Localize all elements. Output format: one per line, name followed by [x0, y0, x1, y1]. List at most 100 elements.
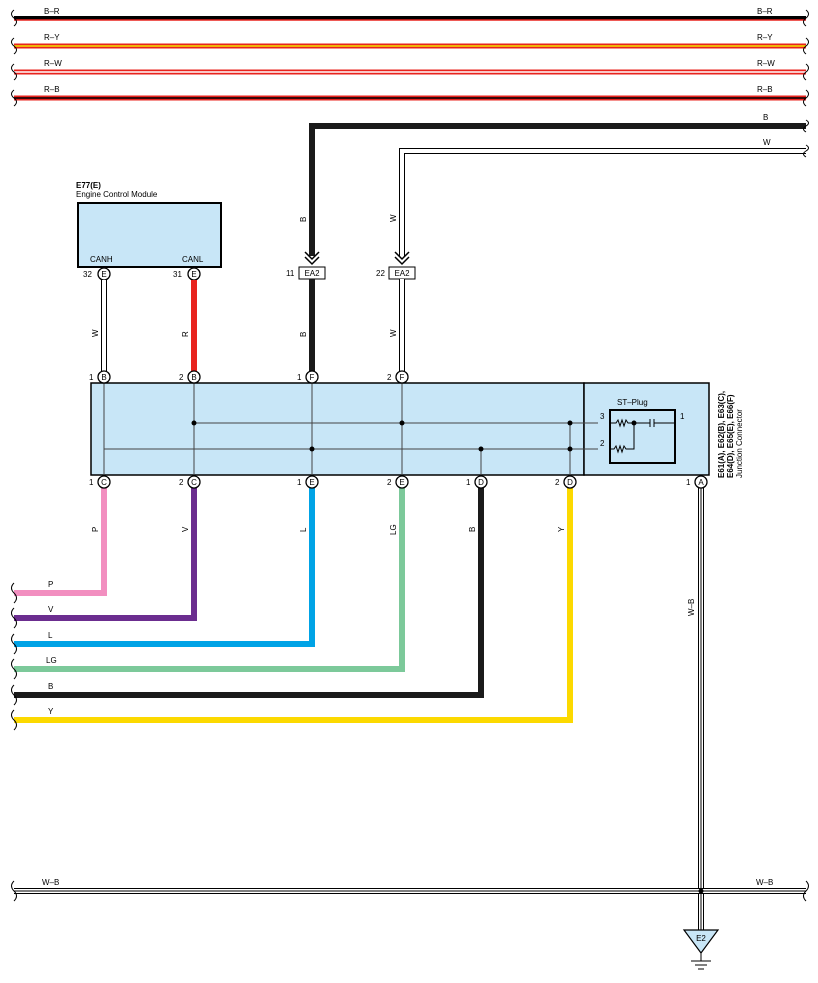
pin-number: 1 — [297, 373, 302, 382]
wire-v: V V — [14, 488, 197, 621]
connector-name: EA2 — [394, 269, 410, 278]
jc-top-pin: B 1 — [89, 370, 111, 384]
bus-label-left: B–R — [44, 7, 60, 16]
wire-label: LG — [46, 656, 57, 665]
wire-vlabel: P — [91, 527, 100, 532]
wire-b: B B — [14, 488, 484, 698]
junction-dot — [698, 888, 704, 894]
pin-number: 2 — [555, 478, 560, 487]
jc-bottom-pin: E 2 — [387, 475, 409, 489]
jc-bottom-pin: A 1 — [686, 475, 708, 489]
wire-l: L L — [14, 488, 315, 647]
wire-label-w-top: W — [389, 214, 398, 222]
wire-label-b-mid: B — [299, 332, 308, 337]
pin-number: 1 — [89, 478, 94, 487]
jc-bottom-pin: E 1 — [297, 475, 319, 489]
connector-ea2-right: EA2 22 — [376, 266, 416, 280]
wire-y: Y Y — [14, 488, 573, 723]
top-bus-r-w: R–W R–W — [14, 59, 806, 75]
wire-label-b-right: B — [763, 113, 768, 122]
wire-vlabel: B — [468, 527, 477, 532]
st-pin-2: 2 — [600, 439, 605, 448]
jc-bottom-pin: D 1 — [466, 475, 488, 489]
top-bus-r-y: R–Y R–Y — [14, 33, 806, 49]
jc-title: E61(A), E62(B), E63(C), — [717, 391, 726, 478]
wire-label: B — [48, 682, 53, 691]
ground-name: E2 — [696, 934, 706, 943]
bus-label-right: W–B — [756, 878, 773, 887]
wire-label: P — [48, 580, 53, 589]
pin-connector-letter: D — [567, 478, 573, 487]
wire-label: V — [48, 605, 54, 614]
pin-connector-letter: C — [101, 478, 107, 487]
jc-bottom-pin: C 2 — [179, 475, 201, 489]
pin-number: 1 — [89, 373, 94, 382]
break-marks-bw — [803, 119, 809, 158]
chevron-down-icon — [394, 251, 410, 266]
pin-connector-letter: C — [191, 478, 197, 487]
connector-pin-num: 22 — [376, 269, 385, 278]
pin-number: 32 — [83, 270, 92, 279]
pin-number: 1 — [466, 478, 471, 487]
connector-name: EA2 — [304, 269, 320, 278]
wire-lg: LG LG — [14, 488, 405, 672]
ecm-name: Engine Control Module — [76, 190, 158, 199]
wire-label: Y — [48, 707, 54, 716]
wire-label-r-can: R — [181, 331, 190, 337]
bus-label-right: R–W — [757, 59, 775, 68]
bus-label-right: R–B — [757, 85, 773, 94]
pin-connector-letter: F — [400, 373, 405, 382]
bus-label-left: R–W — [44, 59, 62, 68]
wire-label-w-mid: W — [389, 329, 398, 337]
wire-label-wb-vert: W–B — [687, 599, 696, 616]
wire-label-w-can: W — [91, 329, 100, 337]
ground-icon: E2 — [682, 929, 720, 970]
connector-pin-num: 11 — [286, 269, 295, 278]
pin-number: 2 — [387, 478, 392, 487]
wire-w-from-right: W — [399, 138, 806, 256]
break-marks-ground — [11, 880, 809, 902]
chevron-down-icon — [304, 251, 320, 266]
pin-connector-letter: E — [101, 270, 106, 279]
jc-title-2: E64(D), E65(E), E66(F) — [726, 394, 735, 478]
pin-number: 31 — [173, 270, 182, 279]
pin-connector-letter: E — [399, 478, 404, 487]
ecm-pin-canh-label: CANH — [90, 255, 113, 264]
ecm-code: E77(E) — [76, 181, 101, 190]
pin-number: 2 — [179, 373, 184, 382]
st-pin-3: 3 — [600, 412, 605, 421]
connector-ea2-left: EA2 11 — [286, 266, 326, 280]
pin-connector-letter: D — [478, 478, 484, 487]
st-pin-1: 1 — [680, 412, 685, 421]
top-bus-b-r: B–R B–R — [14, 7, 806, 21]
jc-bottom-pin: C 1 — [89, 475, 111, 489]
pin-number: 1 — [686, 478, 691, 487]
jc-subtitle: Junction Connector — [735, 409, 744, 478]
bus-break-marks — [11, 9, 809, 107]
wire-p: P P — [14, 488, 107, 596]
ecm-pin-canl-label: CANL — [182, 255, 204, 264]
wire-label: L — [48, 631, 53, 640]
jc-top-pin: B 2 — [179, 370, 201, 384]
pin-connector-letter: F — [310, 373, 315, 382]
pin-connector-letter: E — [191, 270, 196, 279]
pin-number: 1 — [297, 478, 302, 487]
pin-connector-letter: B — [101, 373, 106, 382]
ground-bus-w-b: W–B W–B — [14, 878, 806, 894]
top-bus-r-b: R–B R–B — [14, 85, 806, 101]
st-plug-label: ST–Plug — [617, 398, 648, 407]
bus-label-right: B–R — [757, 7, 773, 16]
wire-vlabel: L — [299, 527, 308, 532]
bus-label-right: R–Y — [757, 33, 773, 42]
pin-connector-letter: A — [698, 478, 704, 487]
jc-top-pin: F 1 — [297, 370, 319, 384]
pin-connector-letter: E — [309, 478, 314, 487]
ecm-pin-canl: E 31 — [173, 267, 201, 281]
break-marks-bottom — [11, 582, 17, 731]
wire-vlabel: Y — [557, 526, 566, 532]
engine-control-module: E77(E) Engine Control Module CANH CANL — [76, 181, 222, 268]
wire-b-from-right: B — [309, 113, 806, 256]
bus-label-left: W–B — [42, 878, 59, 887]
bus-label-left: R–B — [44, 85, 60, 94]
